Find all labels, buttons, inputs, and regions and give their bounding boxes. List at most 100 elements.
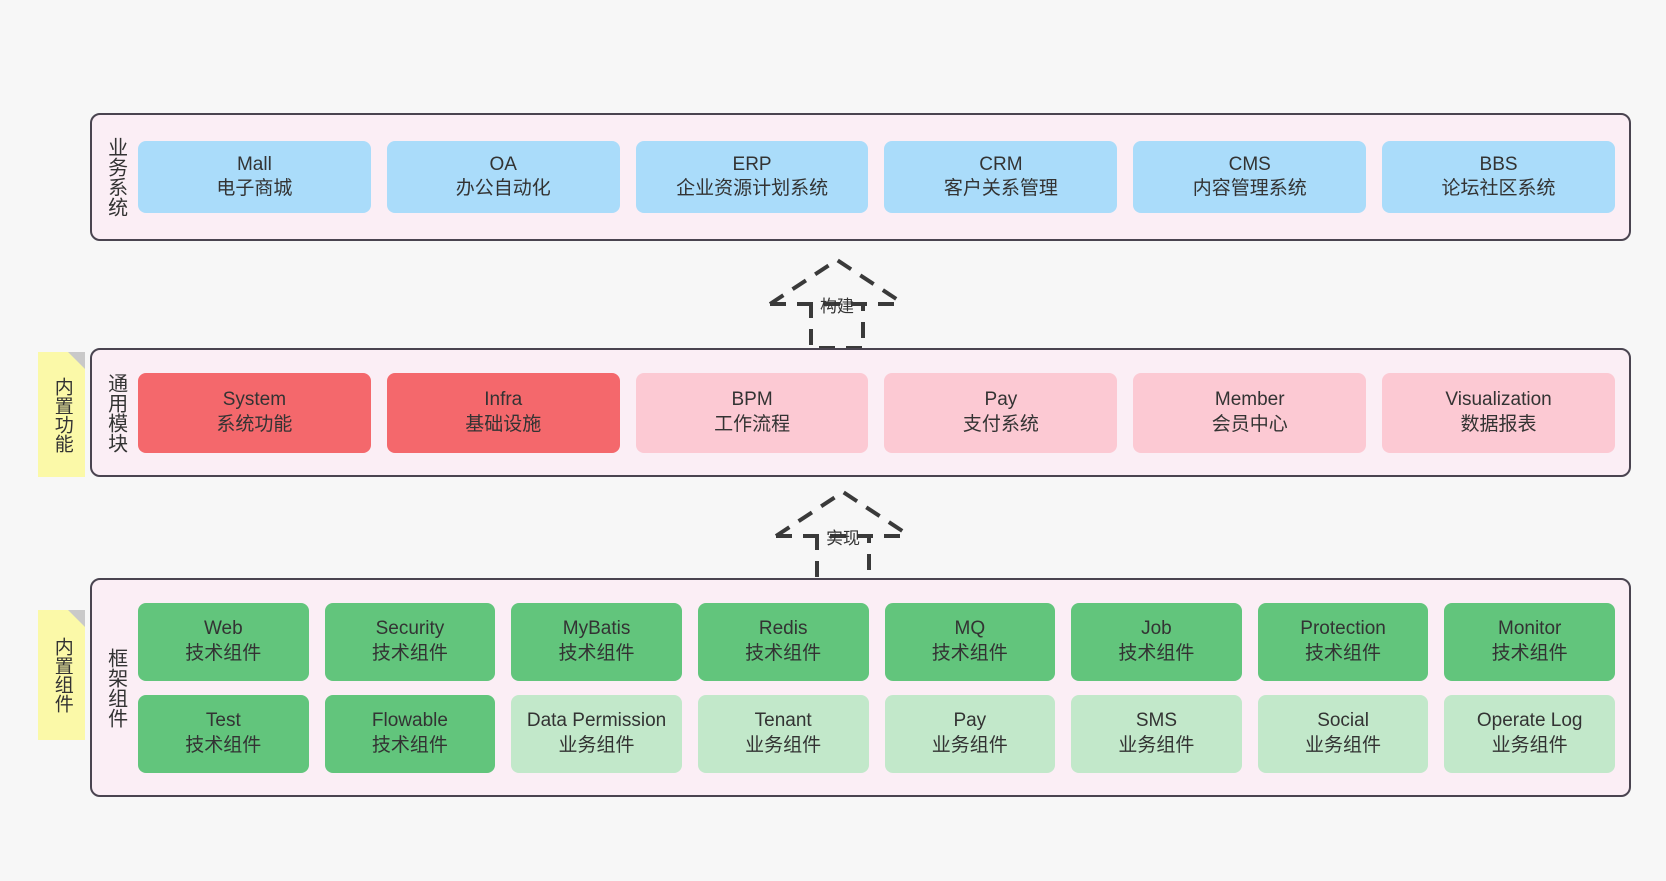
card-mybatis[interactable]: MyBatis 技术组件 <box>511 602 682 681</box>
arrow-realize: 实现 <box>768 488 918 582</box>
card-title: BBS <box>1479 153 1518 175</box>
card-subtitle: 业务组件 <box>1118 734 1195 756</box>
card-subtitle: 技术组件 <box>1118 642 1195 664</box>
card-title: Visualization <box>1445 389 1552 411</box>
card-subtitle: 客户关系管理 <box>943 178 1058 199</box>
card-subtitle: 会员中心 <box>1211 413 1288 435</box>
card-title: Job <box>1141 618 1172 640</box>
card-subtitle: 技术组件 <box>371 734 448 756</box>
card-member[interactable]: Member 会员中心 <box>1133 372 1367 453</box>
card-title: Infra <box>484 389 523 411</box>
card-title: CRM <box>979 153 1023 175</box>
layer-title-common-modules: 通用模块 <box>104 372 127 453</box>
card-bbs[interactable]: BBS 论坛社区系统 <box>1382 141 1615 213</box>
layer-body-common-modules: System 系统功能 Infra 基础设施 BPM 工作流程 Pay 支付系统… <box>138 350 1629 475</box>
card-erp[interactable]: ERP 企业资源计划系统 <box>635 141 869 213</box>
card-flowable[interactable]: Flowable 技术组件 <box>324 694 496 773</box>
row-framework-business: Test 技术组件 Flowable 技术组件 Data Permission … <box>138 694 1615 773</box>
card-cms[interactable]: CMS 内容管理系统 <box>1133 141 1367 213</box>
note-builtin-components: 内置组件 <box>38 610 85 740</box>
card-subtitle: 业务组件 <box>931 734 1008 756</box>
card-subtitle: 企业资源计划系统 <box>676 178 829 199</box>
card-title: Member <box>1214 389 1285 411</box>
card-title: SMS <box>1135 710 1178 732</box>
card-tenant[interactable]: Tenant 业务组件 <box>697 694 869 773</box>
card-title: Tenant <box>754 710 812 732</box>
card-subtitle: 内容管理系统 <box>1192 178 1307 199</box>
row-common-modules: System 系统功能 Infra 基础设施 BPM 工作流程 Pay 支付系统… <box>138 372 1615 453</box>
card-subtitle: 工作流程 <box>714 413 791 435</box>
card-title: ERP <box>732 153 772 175</box>
card-subtitle: 技术组件 <box>1491 642 1568 664</box>
layer-body-framework-components: Web 技术组件 Security 技术组件 MyBatis 技术组件 Redi… <box>138 580 1629 795</box>
arrow-label-realize: 实现 <box>826 529 860 548</box>
layer-body-business-system: Mall 电子商城 OA 办公自动化 ERP 企业资源计划系统 CRM 客户关系… <box>138 115 1629 239</box>
card-operate-log[interactable]: Operate Log 业务组件 <box>1444 694 1615 773</box>
card-system[interactable]: System 系统功能 <box>138 372 371 453</box>
card-job[interactable]: Job 技术组件 <box>1071 602 1242 681</box>
card-subtitle: 业务组件 <box>1491 734 1568 756</box>
card-subtitle: 技术组件 <box>558 642 635 664</box>
generalization-arrow-icon <box>774 489 912 582</box>
card-title: Protection <box>1300 618 1386 640</box>
card-title: Flowable <box>371 710 448 732</box>
card-title: Web <box>203 618 243 640</box>
card-subtitle: 业务组件 <box>745 734 822 756</box>
layer-framework-components: 框架组件 Web 技术组件 Security 技术组件 MyBatis 技术组件… <box>90 578 1631 797</box>
card-title: CMS <box>1228 153 1271 175</box>
card-test[interactable]: Test 技术组件 <box>138 694 309 773</box>
layer-common-modules: 通用模块 System 系统功能 Infra 基础设施 BPM 工作流程 Pay… <box>90 348 1631 477</box>
card-subtitle: 技术组件 <box>185 734 262 756</box>
card-title: Mall <box>236 153 272 175</box>
card-subtitle: 办公自动化 <box>455 178 551 199</box>
card-subtitle: 技术组件 <box>745 642 822 664</box>
card-pay-module[interactable]: Pay 支付系统 <box>884 372 1118 453</box>
card-subtitle: 业务组件 <box>558 734 635 756</box>
card-title: System <box>222 389 287 411</box>
card-title: MyBatis <box>562 618 631 640</box>
card-mall[interactable]: Mall 电子商城 <box>138 141 371 213</box>
card-title: Pay <box>984 389 1018 411</box>
card-subtitle: 系统功能 <box>216 413 293 435</box>
card-social[interactable]: Social 业务组件 <box>1257 694 1429 773</box>
row-business-system: Mall 电子商城 OA 办公自动化 ERP 企业资源计划系统 CRM 客户关系… <box>138 141 1615 213</box>
note-builtin-features: 内置功能 <box>38 352 85 477</box>
card-bpm[interactable]: BPM 工作流程 <box>635 372 869 453</box>
card-title: Social <box>1317 710 1369 732</box>
card-data-permission[interactable]: Data Permission 业务组件 <box>511 694 682 773</box>
layer-title-business-system: 业务系统 <box>104 137 127 217</box>
card-visualization[interactable]: Visualization 数据报表 <box>1382 372 1615 453</box>
card-web[interactable]: Web 技术组件 <box>138 602 309 681</box>
card-title: Operate Log <box>1476 710 1583 732</box>
card-monitor[interactable]: Monitor 技术组件 <box>1444 602 1615 681</box>
card-protection[interactable]: Protection 技术组件 <box>1257 602 1429 681</box>
card-oa[interactable]: OA 办公自动化 <box>386 141 620 213</box>
card-title: Monitor <box>1498 618 1562 640</box>
card-title: Security <box>375 618 445 640</box>
card-security[interactable]: Security 技术组件 <box>324 602 496 681</box>
card-subtitle: 技术组件 <box>931 642 1008 664</box>
card-subtitle: 论坛社区系统 <box>1441 178 1556 199</box>
card-redis[interactable]: Redis 技术组件 <box>697 602 869 681</box>
card-crm[interactable]: CRM 客户关系管理 <box>884 141 1118 213</box>
card-pay-component[interactable]: Pay 业务组件 <box>884 694 1056 773</box>
card-mq[interactable]: MQ 技术组件 <box>884 602 1056 681</box>
card-title: MQ <box>954 618 986 640</box>
card-sms[interactable]: SMS 业务组件 <box>1071 694 1242 773</box>
card-title: Data Permission <box>526 710 667 732</box>
card-subtitle: 技术组件 <box>185 642 262 664</box>
card-title: Test <box>205 710 241 732</box>
layer-business-system: 业务系统 Mall 电子商城 OA 办公自动化 ERP 企业资源计划系统 CRM… <box>90 113 1631 241</box>
card-subtitle: 支付系统 <box>962 413 1039 435</box>
card-title: OA <box>489 153 517 175</box>
card-title: Pay <box>953 710 987 732</box>
card-infra[interactable]: Infra 基础设施 <box>386 372 620 453</box>
card-subtitle: 数据报表 <box>1460 413 1537 435</box>
card-subtitle: 电子商城 <box>216 178 293 199</box>
card-title: BPM <box>731 389 773 411</box>
card-subtitle: 基础设施 <box>465 413 542 435</box>
card-subtitle: 技术组件 <box>371 642 448 664</box>
layer-title-framework-components: 框架组件 <box>104 647 127 728</box>
card-subtitle: 业务组件 <box>1305 734 1382 756</box>
